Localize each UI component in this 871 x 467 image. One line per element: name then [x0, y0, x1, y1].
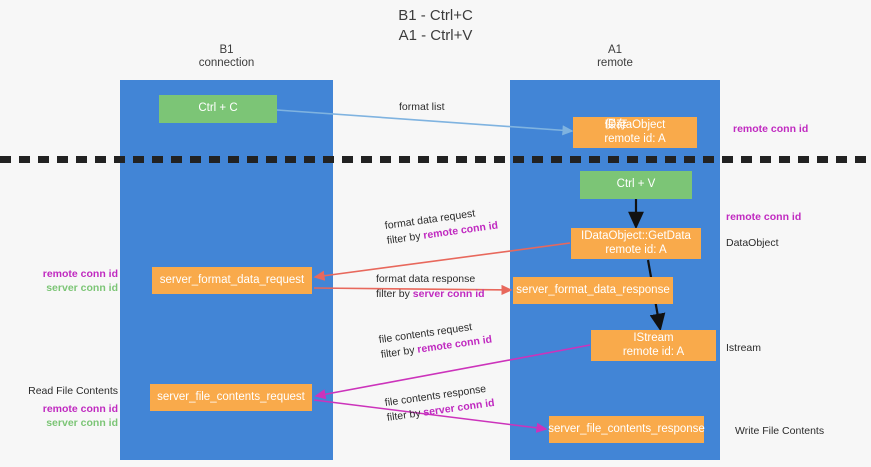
lane-header-b1-name: B1 — [219, 44, 234, 56]
edge-label-format-data-request: format data request filter by remote con… — [384, 204, 499, 249]
edge-label-format-list: format list — [399, 100, 445, 115]
lane-header-b1-subtitle: connection — [198, 57, 255, 69]
title-line-1: B1 - Ctrl+C — [398, 7, 473, 24]
annotation-left-server-conn-id: server conn id — [46, 282, 118, 294]
annotation-left-read-file-contents: Read File Contents — [28, 385, 118, 397]
node-idataobject-remote-id: remote id: A — [604, 132, 666, 145]
node-ctrl-v-label: Ctrl + V — [616, 178, 656, 191]
node-idataobject-label-base: IDataObject — [604, 119, 666, 131]
filter-prefix: filter by — [380, 343, 419, 361]
annotation-left-conn-ids: remote conn id server conn id — [18, 267, 118, 295]
filter-prefix: filter by — [386, 406, 425, 424]
node-getdata-line2: remote id: A — [605, 243, 667, 256]
node-idataobject-label-overlay: 保存 — [604, 119, 628, 131]
node-ctrl-c[interactable]: Ctrl + C — [159, 95, 277, 123]
filter-prefix: filter by — [376, 288, 413, 300]
annotation-right-istream: Istream — [726, 342, 762, 354]
node-server-format-data-response[interactable]: server_format_data_response — [513, 277, 673, 304]
node-istream-line1: IStream — [633, 332, 674, 344]
edge-label-format-data-response: format data response filter by server co… — [376, 272, 485, 302]
annotation-right-dataobject: DataObject — [726, 237, 779, 249]
title-line-2: A1 - Ctrl+V — [398, 27, 473, 44]
annotation-left-conn-ids-2: remote conn id server conn id — [18, 402, 118, 430]
edge-label-format-data-response-line1: format data response — [376, 273, 476, 285]
page-title: B1 - Ctrl+C A1 - Ctrl+V — [0, 6, 871, 46]
node-istream[interactable]: IStream remote id: A — [591, 330, 716, 361]
annotation-left-remote-conn-id: remote conn id — [42, 268, 118, 280]
filter-prefix: filter by — [386, 229, 425, 247]
node-server-file-contents-response[interactable]: server_file_contents_response — [548, 416, 705, 443]
annotation-left-remote-conn-id-2: remote conn id — [42, 403, 118, 415]
edge-label-format-data-response-line2: filter by server conn id — [376, 287, 485, 302]
annotation-left-server-conn-id-2: server conn id — [46, 417, 118, 429]
filter-key-server-conn-id: server conn id — [412, 288, 485, 300]
lane-header-a1: A1 remote — [510, 44, 720, 70]
annotation-right-write-file-contents: Write File Contents — [735, 425, 825, 437]
node-server-file-contents-request-label: server_file_contents_request — [157, 390, 305, 403]
node-getdata-line1: IDataObject::GetData — [581, 230, 691, 242]
lane-header-b1: B1 connection — [120, 44, 333, 70]
node-istream-line2: remote id: A — [622, 345, 685, 358]
edge-label-file-contents-request: file contents request filter by remote c… — [378, 318, 493, 363]
node-server-format-data-response-label: server_format_data_response — [516, 283, 670, 296]
lane-header-a1-name: A1 — [607, 44, 623, 56]
annotation-right-remote-conn-id-1: remote conn id — [733, 123, 809, 135]
lane-header-a1-subtitle: remote — [597, 57, 633, 69]
node-idataobject-title: IDataObject 保存 — [605, 119, 666, 133]
node-server-file-contents-request[interactable]: server_file_contents_request — [150, 384, 312, 411]
node-server-format-data-request-label: server_format_data_request — [159, 273, 305, 286]
node-ctrl-v[interactable]: Ctrl + V — [580, 171, 692, 199]
node-idataobject[interactable]: IDataObject 保存 remote id: A — [573, 117, 697, 148]
node-idataobject-getdata[interactable]: IDataObject::GetData remote id: A — [571, 228, 701, 259]
node-ctrl-c-label: Ctrl + C — [198, 102, 238, 115]
edge-label-format-list-line1: format list — [399, 101, 445, 113]
node-server-file-contents-response-label: server_file_contents_response — [548, 422, 705, 435]
phase-divider — [0, 156, 871, 163]
annotation-right-remote-conn-id-2: remote conn id — [726, 211, 802, 223]
edge-label-file-contents-response: file contents response filter by server … — [384, 381, 496, 426]
node-server-format-data-request[interactable]: server_format_data_request — [152, 267, 312, 294]
